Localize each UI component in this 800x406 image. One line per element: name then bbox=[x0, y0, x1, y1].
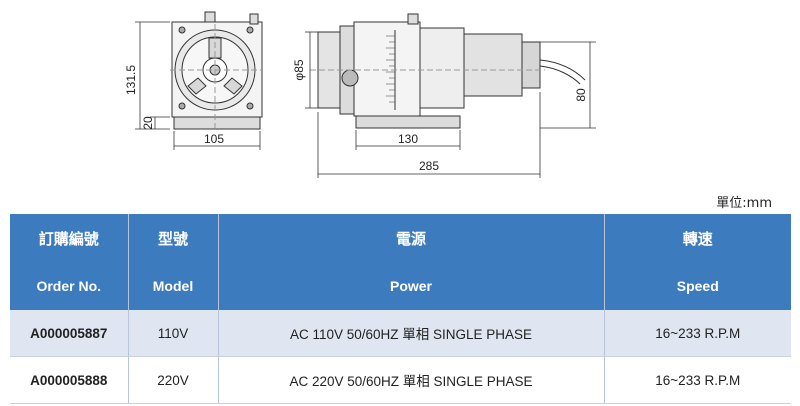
dim-motor-height: 80 bbox=[574, 88, 588, 102]
table-row: A000005888 220V AC 220V 50/60HZ 單相 SINGL… bbox=[10, 356, 791, 404]
front-dimension-lines bbox=[135, 21, 261, 150]
side-dimension-lines bbox=[305, 31, 596, 178]
header-order-no-zh: 訂購編號 bbox=[10, 214, 128, 262]
dim-diameter: φ85 bbox=[292, 59, 306, 80]
dim-overall-length: 285 bbox=[419, 159, 439, 173]
power-cell: AC 220V 50/60HZ 單相 SINGLE PHASE bbox=[217, 356, 604, 404]
spec-table: 訂購編號 型號 電源 轉速 Order No. Model Power Spee… bbox=[10, 214, 791, 404]
header-speed-en: Speed bbox=[603, 262, 791, 310]
order-no-cell: A000005887 bbox=[10, 310, 128, 357]
side-view bbox=[310, 13, 586, 129]
header-row-zh: 訂購編號 型號 電源 轉速 bbox=[10, 214, 791, 262]
dim-front-width: 105 bbox=[204, 132, 224, 146]
header-power-zh: 電源 bbox=[217, 214, 604, 262]
header-order-no-en: Order No. bbox=[10, 262, 128, 310]
speed-cell: 16~233 R.P.M bbox=[603, 356, 791, 404]
model-cell: 110V bbox=[127, 310, 218, 357]
power-cell: AC 110V 50/60HZ 單相 SINGLE PHASE bbox=[217, 310, 604, 357]
header-speed-zh: 轉速 bbox=[603, 214, 791, 262]
dim-side-base: 130 bbox=[398, 132, 418, 146]
header-power-en: Power bbox=[217, 262, 604, 310]
unit-label: 單位:mm bbox=[716, 196, 772, 211]
dim-height-total: 131.5 bbox=[124, 65, 138, 95]
speed-cell: 16~233 R.P.M bbox=[603, 310, 791, 357]
front-view bbox=[170, 11, 263, 130]
table-row: A000005887 110V AC 110V 50/60HZ 單相 SINGL… bbox=[10, 310, 791, 357]
dim-base-height: 20 bbox=[141, 116, 155, 130]
header-model-zh: 型號 bbox=[127, 214, 218, 262]
order-no-cell: A000005888 bbox=[10, 356, 128, 404]
header-model-en: Model bbox=[127, 262, 218, 310]
model-cell: 220V bbox=[127, 356, 218, 404]
header-row-en: Order No. Model Power Speed bbox=[10, 262, 791, 310]
technical-drawing: 131.5 20 105 bbox=[124, 11, 596, 178]
